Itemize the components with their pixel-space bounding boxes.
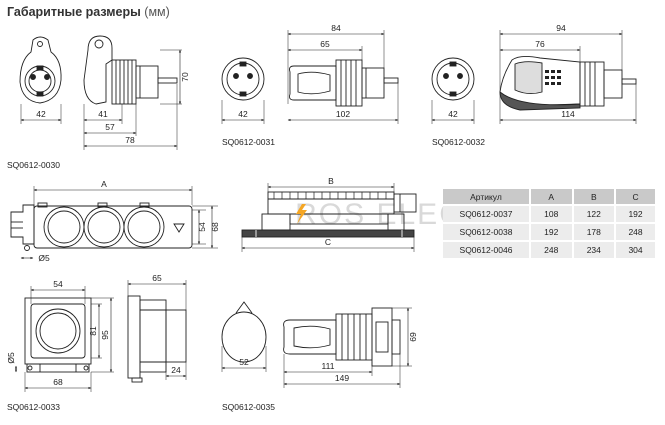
table-cell: 304 — [614, 240, 655, 258]
dim-label: 78 — [125, 135, 135, 145]
dim-label: Ø5 — [6, 352, 16, 364]
dim-label: 70 — [180, 72, 190, 82]
dim-label: 41 — [98, 109, 108, 119]
m0035-side-view — [283, 307, 401, 367]
table-cell: 192 — [614, 204, 655, 223]
dim-label: 81 — [88, 326, 98, 336]
dim-label: 84 — [331, 23, 341, 33]
m0031-front-view — [221, 57, 265, 101]
dim-label: 68 — [53, 377, 63, 387]
model-code-0032: SQ0612-0032 — [432, 137, 485, 147]
dim-label: 24 — [171, 365, 181, 375]
model-code-0033: SQ0612-0033 — [7, 402, 60, 412]
dim-label: 102 — [336, 109, 350, 119]
table-cell: 122 — [571, 204, 616, 223]
table-cell: 234 — [571, 240, 616, 258]
dim-label: 69 — [408, 332, 418, 342]
m0032-side-view — [499, 55, 637, 111]
page-title: Габаритные размеры (мм) — [7, 5, 170, 19]
dim-label: Ø5 — [38, 253, 50, 263]
model-code-0030: SQ0612-0030 — [7, 160, 60, 170]
m0033-front-view — [24, 297, 92, 373]
m0031-side-view — [289, 59, 399, 107]
m0030-front-view — [19, 36, 62, 104]
dim-label: 54 — [197, 222, 207, 232]
table-cell: 108 — [529, 204, 573, 223]
model-code-0035: SQ0612-0035 — [222, 402, 275, 412]
m0030-side-view — [83, 35, 182, 105]
strip-side-view — [241, 191, 417, 238]
dim-label: 54 — [53, 279, 63, 289]
dim-label: B — [328, 176, 334, 186]
table-cell: 192 — [529, 222, 573, 241]
table-cell: SQ0612-0046 — [443, 240, 530, 258]
dim-label: 57 — [105, 122, 115, 132]
dim-label: C — [325, 237, 331, 247]
spec-table-header: Артикул A B C — [443, 189, 655, 205]
header-cell: Артикул — [443, 189, 530, 205]
watermark-spark-icon — [296, 204, 307, 224]
model-code-0031: SQ0612-0031 — [222, 137, 275, 147]
dim-label: 52 — [239, 357, 249, 367]
m0035-front-view — [221, 301, 267, 363]
table-cell: SQ0612-0038 — [443, 222, 530, 241]
dimension-labels: 42 70 41 57 78 SQ0612-0030 42 84 65 102 … — [6, 23, 575, 412]
drawings — [10, 30, 637, 392]
dim-label: 94 — [556, 23, 566, 33]
strip-front-view — [10, 202, 193, 251]
dim-label: 65 — [320, 39, 330, 49]
dim-label: 42 — [238, 109, 248, 119]
title-unit: (мм) — [144, 5, 170, 19]
header-cell: B — [571, 189, 616, 205]
table-cell: 248 — [529, 240, 573, 258]
header-cell: A — [529, 189, 573, 205]
m0032-front-view — [431, 57, 475, 101]
dim-label: 42 — [36, 109, 46, 119]
dim-label: 95 — [100, 330, 110, 340]
dim-label: 111 — [322, 361, 335, 371]
dim-label: 76 — [535, 39, 545, 49]
title-text: Габаритные размеры — [7, 5, 141, 19]
dim-label: 65 — [152, 273, 162, 283]
dim-label: 68 — [210, 222, 220, 232]
dim-label: A — [101, 179, 107, 189]
table-cell: 178 — [571, 222, 616, 241]
spec-table: Артикул A B C SQ0612-0037 108 122 192 SQ… — [443, 189, 655, 258]
table-row: SQ0612-0037 108 122 192 — [443, 204, 655, 223]
table-row: SQ0612-0038 192 178 248 — [443, 222, 655, 241]
dim-label: 42 — [448, 109, 458, 119]
dim-label: 149 — [335, 373, 349, 383]
dim-label: 114 — [561, 109, 575, 119]
header-cell: C — [614, 189, 655, 205]
table-cell: SQ0612-0037 — [443, 204, 530, 223]
table-cell: 248 — [614, 222, 655, 241]
m0033-side-view — [127, 295, 187, 383]
table-row: SQ0612-0046 248 234 304 — [443, 240, 655, 258]
